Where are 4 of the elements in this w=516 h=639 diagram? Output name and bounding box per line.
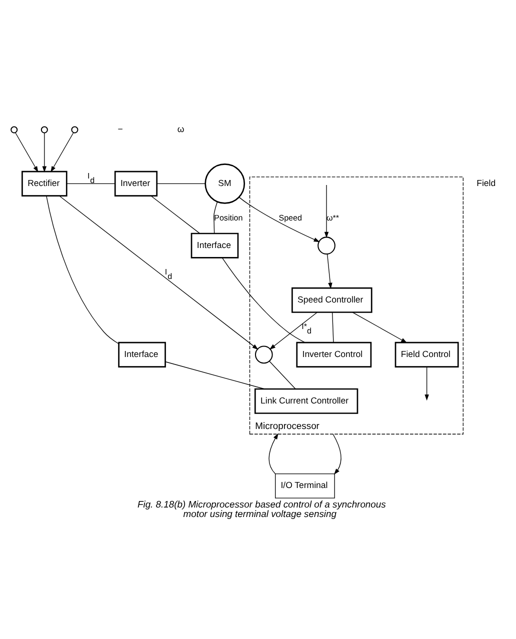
label: Field: [476, 177, 496, 188]
label: −: [118, 124, 123, 134]
label: ω: [177, 124, 184, 134]
caption: Fig. 8.18(b) Microprocessor based control of a synchronous motor using terminal voltage sensing: [137, 498, 386, 519]
